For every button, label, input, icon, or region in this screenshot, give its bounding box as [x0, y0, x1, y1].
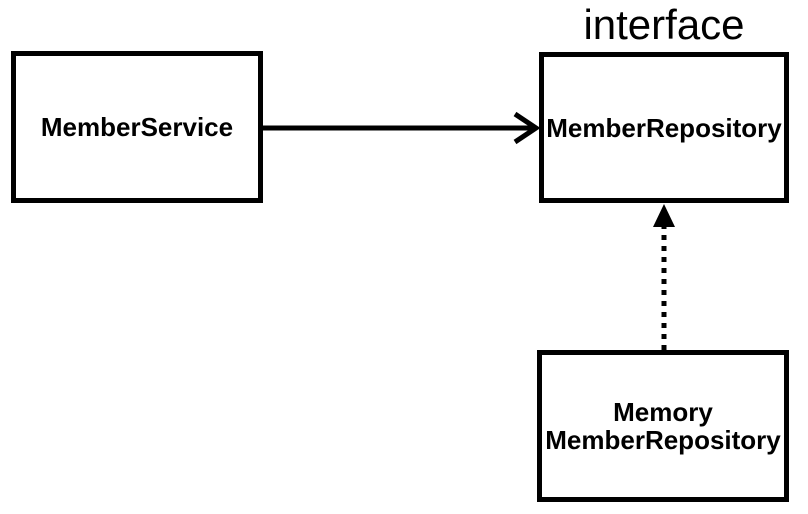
interface-stereotype-label: interface — [583, 1, 745, 48]
memory-member-repository-label-line2: MemberRepository — [545, 425, 781, 455]
member-service-label: MemberService — [40, 112, 234, 142]
implements-arrow — [653, 204, 675, 350]
member-repository-label: MemberRepository — [546, 112, 782, 143]
memory-member-repository-label-line1: Memory — [613, 397, 713, 427]
node-member-service: MemberService — [11, 51, 263, 203]
node-member-repository: MemberRepository — [539, 52, 789, 203]
dependency-arrow — [263, 111, 541, 145]
node-memory-member-repository: Memory MemberRepository — [537, 350, 789, 502]
